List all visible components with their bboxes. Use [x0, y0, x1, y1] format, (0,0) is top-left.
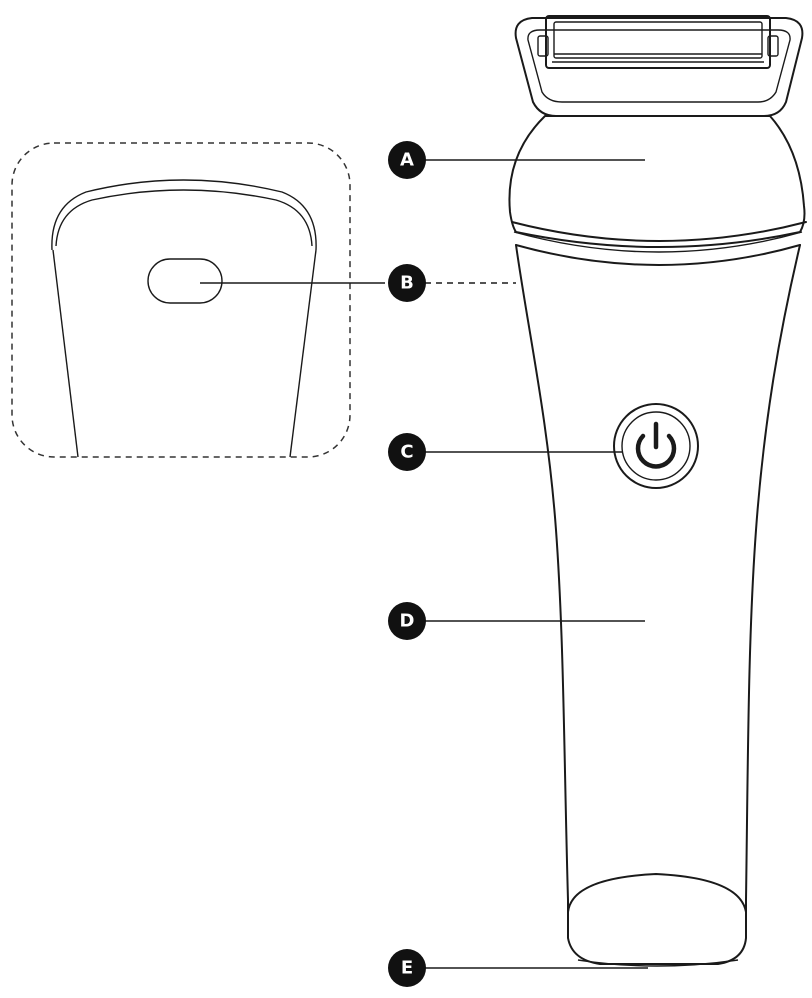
- callout-a: A: [388, 141, 426, 179]
- inset-body-top-inner: [55, 189, 313, 247]
- inset-body-right-side: [289, 249, 317, 458]
- collar-ring-upper: [511, 221, 807, 242]
- blade-cartridge: [545, 15, 771, 69]
- inset-detail-view: [11, 142, 351, 458]
- handle-body: [515, 244, 801, 965]
- shaver-device: [508, 15, 807, 967]
- inset-body-left-side: [52, 249, 79, 458]
- callout-e: E: [388, 949, 426, 987]
- callout-a-label: A: [400, 150, 414, 171]
- inset-body-top-outer: [51, 179, 317, 251]
- trimmer-head-inner: [527, 29, 791, 103]
- power-button-outer-ring[interactable]: [613, 403, 699, 489]
- cartridge-clip-right: [767, 35, 779, 57]
- callout-c: C: [388, 433, 426, 471]
- callout-c-label: C: [400, 442, 413, 463]
- callout-d-label: D: [400, 611, 415, 632]
- power-icon: [635, 421, 677, 469]
- base-bottom-edge: [577, 959, 739, 967]
- callout-b: B: [388, 264, 426, 302]
- base-cap: [567, 873, 747, 913]
- leader-lines: [200, 159, 648, 969]
- trimmer-head: [514, 15, 804, 117]
- callout-d: D: [388, 602, 426, 640]
- inset-rear-slot: [147, 258, 223, 304]
- head-dome: [508, 115, 806, 248]
- trimmer-head-frame: [514, 17, 804, 117]
- blade-cartridge-inner: [553, 21, 763, 59]
- collar-ring-lower: [515, 244, 801, 266]
- power-button[interactable]: [613, 403, 699, 489]
- cartridge-clip-left: [537, 35, 549, 57]
- callout-b-label: B: [400, 273, 414, 294]
- callout-e-label: E: [401, 958, 413, 979]
- power-button-inner-ring[interactable]: [621, 411, 691, 481]
- collar-ring-band: [513, 231, 803, 253]
- inset-dashed-frame: [11, 142, 351, 458]
